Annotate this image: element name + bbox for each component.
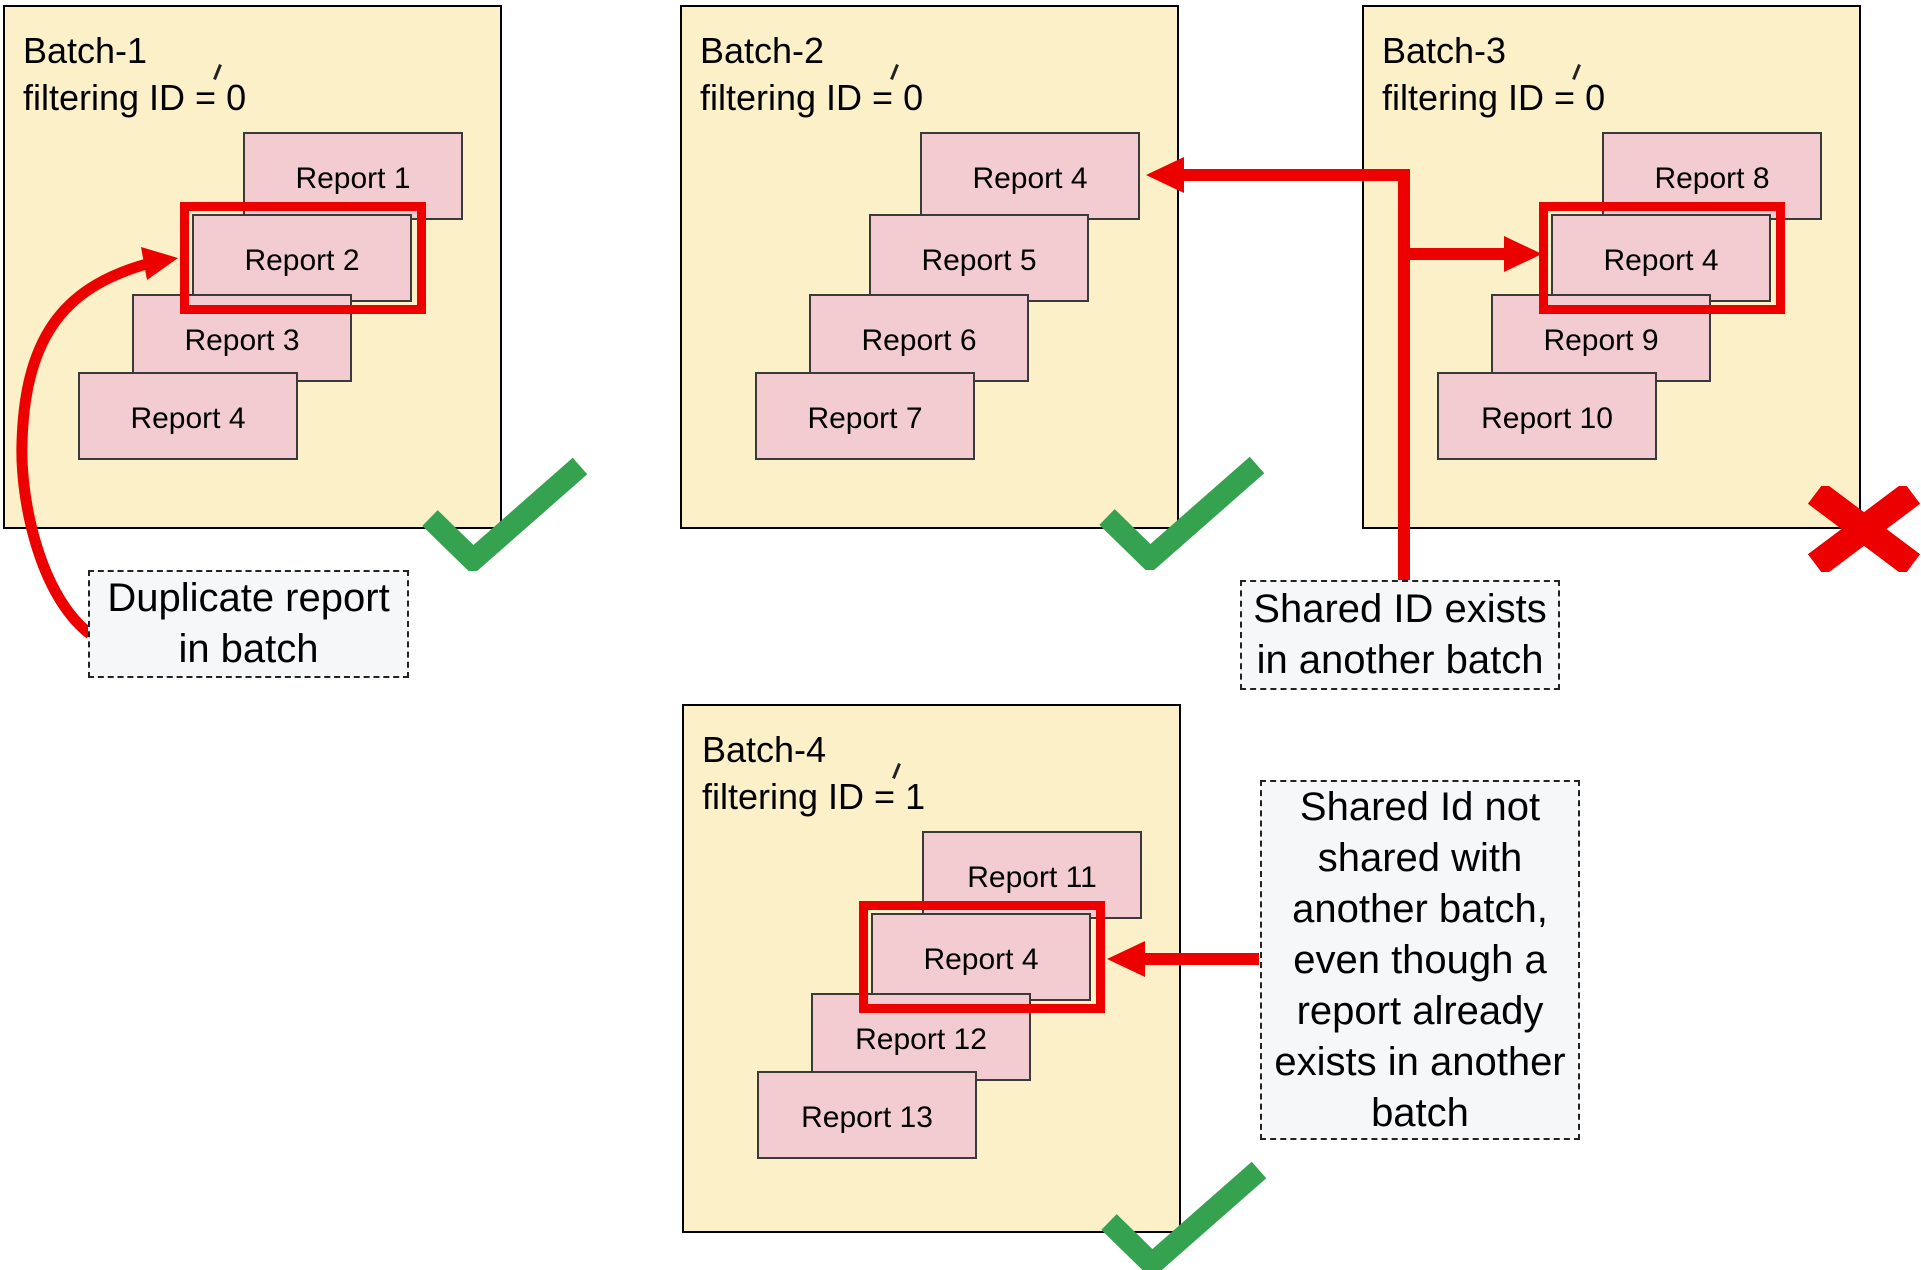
duplicate-highlight-box (180, 202, 426, 314)
report-card-label: Report 9 (1543, 324, 1659, 357)
report-card: Report 10 (1437, 372, 1657, 460)
report-card-label: Report 4 (1603, 244, 1719, 277)
shared-id-not-shared-note: Shared Id not shared with another batch,… (1260, 780, 1580, 1140)
report-card-label: Report 3 (184, 324, 300, 357)
duplicate-highlight-box (859, 901, 1105, 1013)
report-card-label: Report 12 (855, 1023, 987, 1056)
duplicate-report-note-text: Duplicate report in batch (107, 576, 390, 671)
report-card-label: Report 1 (295, 162, 411, 195)
report-card: Report 13 (757, 1071, 977, 1159)
report-card-label: Report 2 (244, 244, 360, 277)
report-card-label: Report 8 (1654, 162, 1770, 195)
report-card: Report 6 (809, 294, 1029, 382)
shared-id-exists-note-text: Shared ID exists in another batch (1253, 587, 1547, 682)
report-card-label: Report 4 (130, 402, 246, 435)
batch-2-title: Batch-2 filtering ID = 0 (700, 30, 924, 118)
duplicate-highlight-box (1539, 202, 1785, 314)
report-card-label: Report 5 (921, 244, 1037, 277)
duplicate-report-note: Duplicate report in batch (88, 570, 409, 678)
report-card: Report 5 (869, 214, 1089, 302)
report-card-label: Report 4 (923, 943, 1039, 976)
report-card-label: Report 6 (861, 324, 977, 357)
report-card: Report 4 (78, 372, 298, 460)
batch-1-title: Batch-1 filtering ID = 0 (23, 30, 247, 118)
check-mark-icon-batch-2 (1099, 456, 1265, 570)
batch-4-title: Batch-4 filtering ID = 1 (702, 729, 926, 817)
shared-id-not-shared-note-text: Shared Id not shared with another batch,… (1274, 784, 1566, 1135)
batch-2-panel: Batch-2 filtering ID = 0 Report 4 Report… (680, 5, 1179, 529)
report-card-label: Report 11 (967, 861, 1097, 894)
report-card: Report 4 (920, 132, 1140, 220)
report-card-label: Report 10 (1481, 402, 1613, 435)
batch-3-title: Batch-3 filtering ID = 0 (1382, 30, 1606, 118)
batch-4-panel: Batch-4 filtering ID = 1 Report 11 Repor… (682, 704, 1181, 1233)
report-card-label: Report 13 (801, 1101, 933, 1134)
report-card-label: Report 7 (807, 402, 923, 435)
check-mark-icon-batch-4 (1101, 1161, 1267, 1270)
check-mark-icon-batch-1 (422, 457, 588, 571)
report-card: Report 4 (871, 913, 1091, 1001)
report-card-label: Report 4 (972, 162, 1088, 195)
batch-3-panel: Batch-3 filtering ID = 0 Report 8 Report… (1362, 5, 1861, 529)
shared-id-exists-note: Shared ID exists in another batch (1240, 580, 1560, 690)
report-card: Report 7 (755, 372, 975, 460)
batch-1-panel: Batch-1 filtering ID = 0 Report 1 Report… (3, 5, 502, 529)
cross-mark-icon-batch-3 (1808, 486, 1920, 572)
report-card: Report 4 (1551, 214, 1771, 302)
